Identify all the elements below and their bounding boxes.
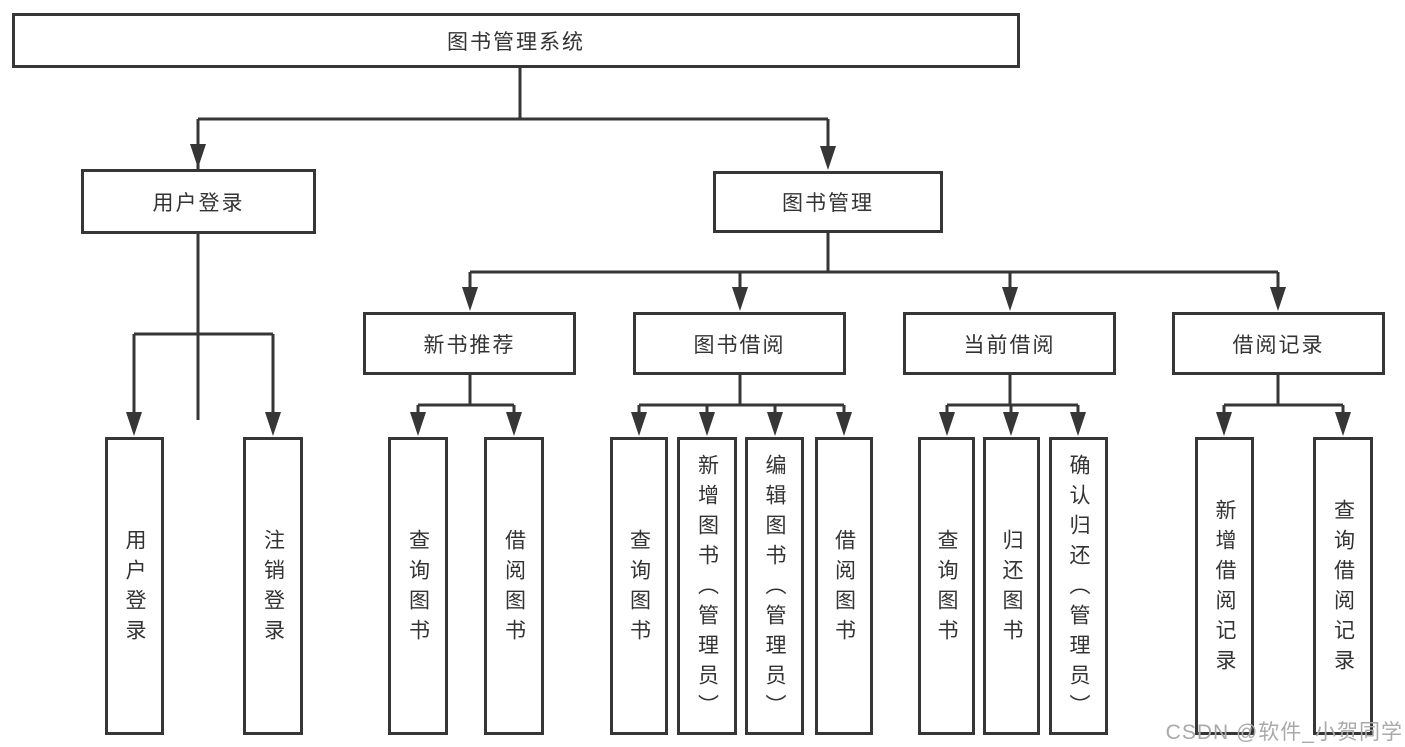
- node-book-management: 图书管理: [713, 171, 943, 233]
- node-library-management-system: 图书管理系统: [12, 13, 1020, 68]
- arrow-icon: [1003, 412, 1019, 436]
- arrow-icon: [732, 287, 748, 311]
- arrow-icon: [190, 144, 206, 168]
- leaf-query-borrow-record: 查询借阅记录: [1313, 437, 1373, 735]
- arrow-icon: [1216, 412, 1232, 436]
- arrow-icon: [767, 412, 783, 436]
- edge-recommend-to-leaves: [416, 375, 516, 420]
- arrow-icon: [410, 412, 426, 436]
- arrow-icon: [820, 146, 836, 170]
- arrow-icon: [699, 412, 715, 436]
- arrow-icon: [1070, 412, 1086, 436]
- node-new-book-recommendation: 新书推荐: [363, 312, 576, 375]
- arrow-icon: [836, 412, 852, 436]
- leaf-add-books-admin: 新增图书（管理员）: [677, 437, 737, 735]
- arrow-icon: [631, 412, 647, 436]
- leaf-user-login: 用户登录: [105, 437, 164, 735]
- arrow-icon: [1335, 412, 1351, 436]
- leaf-query-books-borrowing: 查询图书: [610, 437, 668, 735]
- arrowheads: [126, 144, 1351, 436]
- edge-borrowing-to-leaves: [637, 375, 846, 420]
- arrow-icon: [939, 412, 955, 436]
- edge-bookmgmt-to-level2: [468, 233, 1280, 294]
- arrow-icon: [506, 412, 522, 436]
- edge-userlogin-to-leaves: [132, 234, 275, 420]
- edge-records-to-leaves: [1222, 375, 1345, 420]
- arrow-icon: [265, 412, 281, 436]
- leaf-return-books: 归还图书: [983, 437, 1040, 735]
- leaf-borrow-books-recommend: 借阅图书: [484, 437, 544, 735]
- leaf-query-books-current: 查询图书: [918, 437, 975, 735]
- node-user-login: 用户登录: [81, 169, 316, 234]
- node-borrowing-records: 借阅记录: [1172, 312, 1385, 375]
- arrow-icon: [1270, 287, 1286, 311]
- watermark: CSDN @软件_小贺同学: [1165, 721, 1403, 744]
- arrow-icon: [1002, 287, 1018, 311]
- leaf-logout: 注销登录: [243, 437, 303, 735]
- leaf-confirm-return-admin: 确认归还（管理员）: [1049, 437, 1108, 735]
- leaf-borrow-books-borrowing: 借阅图书: [815, 437, 873, 735]
- node-book-borrowing: 图书借阅: [633, 312, 846, 375]
- leaf-add-borrow-record: 新增借阅记录: [1195, 437, 1254, 735]
- node-current-borrowing: 当前借阅: [903, 312, 1116, 375]
- edge-root-to-level1: [196, 66, 830, 420]
- leaf-query-books-recommend: 查询图书: [388, 437, 448, 735]
- leaf-edit-books-admin: 编辑图书（管理员）: [745, 437, 804, 735]
- arrow-icon: [462, 287, 478, 311]
- arrow-icon: [126, 412, 142, 436]
